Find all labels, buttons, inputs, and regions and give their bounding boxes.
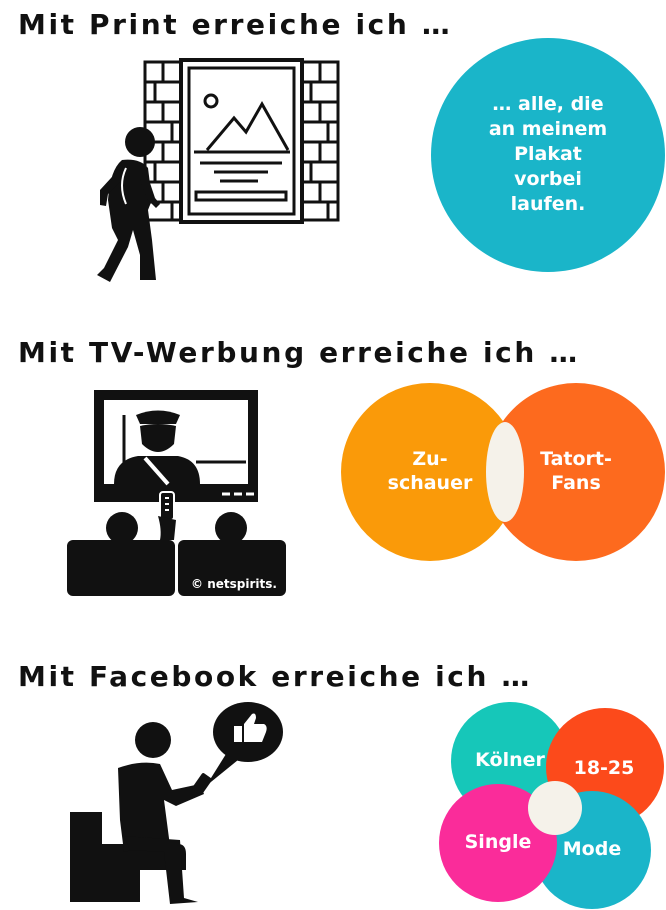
thumbs-up-icon — [234, 713, 267, 742]
print-heading: Mit Print erreiche ich … — [18, 8, 453, 41]
print-circle-line: vorbei — [514, 168, 582, 190]
venn-label-mode: Mode — [563, 838, 621, 860]
print-circle-line: an meinem — [489, 118, 607, 140]
tv-heading: Mit TV-Werbung erreiche ich … — [18, 336, 580, 369]
venn-circle-tatort-fans — [487, 383, 665, 561]
print-circle-line: laufen. — [511, 193, 586, 215]
print-circle-line: Plakat — [514, 143, 582, 165]
venn-overlap — [486, 422, 524, 522]
venn-label-18-25: 18-25 — [574, 757, 635, 779]
netspirits-watermark: © netspirits. — [191, 577, 277, 591]
venn-label-tatort-fans: Tatort-Fans — [540, 448, 612, 494]
person-walking-poster-icon — [97, 58, 340, 282]
facebook-venn-diagram — [439, 702, 664, 909]
couple-watching-tv-icon — [67, 390, 286, 596]
print-circle-line: … alle, die — [492, 93, 603, 115]
venn-center — [528, 781, 582, 835]
venn-label-zuschauer: Zu-schauer — [388, 448, 473, 494]
tv-venn-diagram — [341, 383, 665, 561]
venn-circle-zuschauer — [341, 383, 519, 561]
print-reach-circle — [431, 38, 665, 272]
venn-label-koelner: Kölner — [475, 749, 545, 771]
venn-circle-single — [439, 784, 557, 902]
venn-label-single: Single — [465, 831, 532, 853]
person-phone-like-icon — [70, 702, 283, 904]
facebook-heading: Mit Facebook erreiche ich … — [18, 660, 532, 693]
